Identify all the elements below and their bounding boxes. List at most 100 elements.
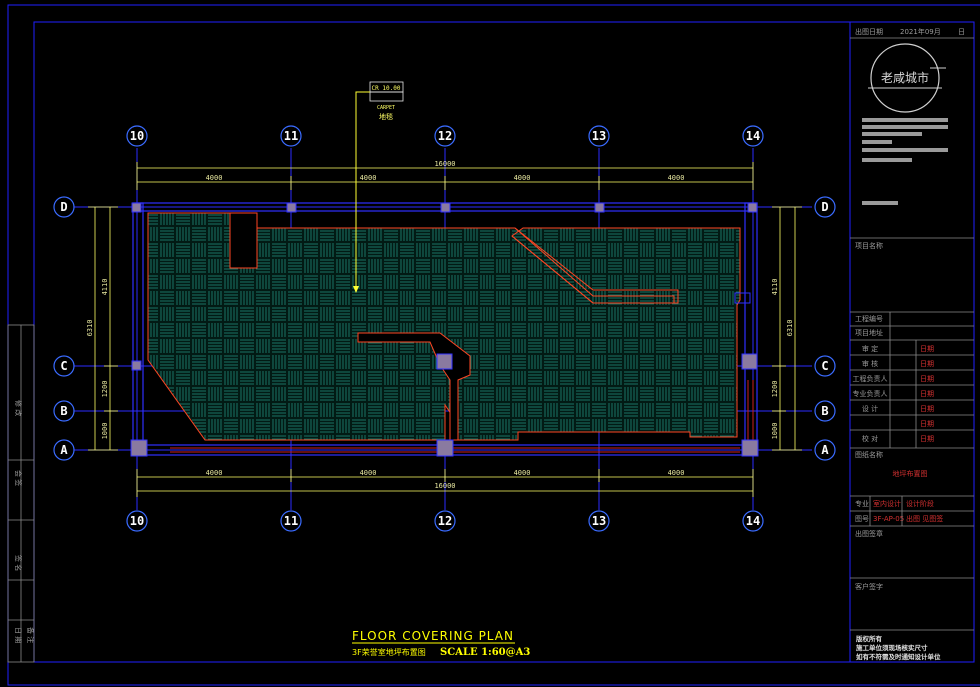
role-label: 审 核: [862, 359, 878, 368]
dim-top-span-2: 4000: [360, 174, 377, 182]
tb-project-no-label: 工程编号: [855, 314, 883, 323]
role-label: 审 定: [862, 344, 878, 353]
row-axis-label: A: [821, 443, 829, 457]
studio-logo: 老咸城市: [868, 43, 946, 113]
row-axis-bubble-B: B: [814, 400, 836, 422]
tb-drawing-no-label: 图号: [855, 515, 869, 523]
row-axis-bubble-A: A: [53, 439, 75, 461]
dim-bottom-span-1: 4000: [206, 469, 223, 477]
dim-top-span-3: 4000: [514, 174, 531, 182]
role-label: 专业负责人: [853, 389, 888, 398]
column-axis-bubble-10: 10: [126, 510, 148, 532]
row-axis-bubble-D: D: [53, 196, 75, 218]
tag-code: CR 10.00: [372, 85, 401, 92]
column: [286, 202, 297, 213]
tb-date-label: 出图日期: [855, 27, 883, 36]
tb-stage2: 出图 见图签: [906, 514, 943, 523]
title-english: FLOOR COVERING PLAN: [352, 629, 514, 643]
column-axis-label: 13: [592, 129, 606, 143]
column: [130, 439, 148, 457]
columns: [130, 202, 759, 457]
column-axis-bubble-14: 14: [742, 125, 764, 147]
tb-client-sign-label: 客户签字: [855, 582, 883, 591]
column-axis-bubble-12: 12: [434, 510, 456, 532]
entry-niche: [229, 212, 258, 269]
tag-chinese: 地毯: [379, 112, 393, 121]
role-label: 设 计: [862, 404, 878, 413]
tb-date-value: 2021年09月: [900, 27, 941, 36]
strip-label-2: 会 签: [14, 470, 23, 486]
tb-note-2: 施工单位须现场核实尺寸: [856, 643, 928, 652]
column-axis-bubble-13: 13: [588, 125, 610, 147]
row-axis-bubble-B: B: [53, 400, 75, 422]
column: [741, 439, 759, 457]
tag-english: CARPET: [377, 105, 395, 111]
title-chinese: 3F荣誉室地坪布置图: [352, 647, 426, 657]
tb-drawing-name-label: 图纸名称: [855, 450, 883, 459]
strip-label-5: 备 注: [26, 627, 35, 643]
tb-note-1: 版权所有: [855, 634, 883, 643]
column: [436, 353, 453, 370]
dim-bottom-total: 16000: [434, 482, 455, 490]
role-label: 校 对: [862, 434, 878, 443]
column-axis-label: 12: [438, 129, 452, 143]
dim-left-1: 4110: [101, 279, 109, 296]
dim-right-3: 1000: [771, 423, 779, 440]
column: [741, 353, 758, 370]
column-axis-label: 11: [284, 514, 298, 528]
tb-drawing-no: 3F-AP-05: [873, 515, 904, 523]
column-axis-label: 13: [592, 514, 606, 528]
row-axis-label: D: [60, 200, 67, 214]
dim-top-span-1: 4000: [206, 174, 223, 182]
dim-right-2: 1200: [771, 381, 779, 398]
dim-top-span-4: 4000: [668, 174, 685, 182]
title-block: 出图日期 2021年09月 日 老咸城市 项目名称 工程编号 项目地址 审 定日…: [850, 27, 974, 661]
tb-date-day: 日: [958, 28, 965, 36]
row-axis-bubble-D: D: [814, 196, 836, 218]
row-axis-label: A: [60, 443, 68, 457]
role-label: 工程负责人: [853, 374, 888, 383]
column: [436, 439, 454, 457]
role-sign-date: 日期: [920, 390, 934, 398]
dimension-left: 6310 4110 1200 1000: [86, 206, 118, 451]
column-axis-bubble-12: 12: [434, 125, 456, 147]
column-axis-bubble-14: 14: [742, 510, 764, 532]
drawing-title: FLOOR COVERING PLAN 3F荣誉室地坪布置图 SCALE 1:6…: [352, 629, 530, 658]
tb-project-name-label: 项目名称: [855, 241, 883, 250]
approval-roles: 审 定日期审 核日期工程负责人日期专业负责人日期设 计日期日期校 对日期: [850, 339, 974, 443]
column-axis-label: 14: [746, 129, 760, 143]
tb-issue-sign-label: 出图签章: [855, 529, 883, 538]
floor-area: [147, 212, 741, 441]
column-axis-label: 11: [284, 129, 298, 143]
role-sign-date: 日期: [920, 420, 934, 428]
column-axis-bubble-10: 10: [126, 125, 148, 147]
column-axis-bubble-11: 11: [280, 125, 302, 147]
dim-bottom-span-2: 4000: [360, 469, 377, 477]
role-sign-date: 日期: [920, 405, 934, 413]
row-axis-label: B: [60, 404, 67, 418]
role-sign-date: 日期: [920, 345, 934, 353]
row-axis-bubble-A: A: [814, 439, 836, 461]
row-axis-bubble-C: C: [814, 355, 836, 377]
dim-left-2: 1200: [101, 381, 109, 398]
column-axis-label: 14: [746, 514, 760, 528]
dimension-bottom: 4000 4000 4000 4000 16000: [136, 469, 754, 497]
dim-right-total: 6310: [786, 320, 794, 337]
column-axis-label: 10: [130, 129, 144, 143]
dim-left-3: 1000: [101, 423, 109, 440]
tb-drawing-name: 地坪布置图: [893, 469, 928, 478]
tb-specialty-label: 专业: [855, 499, 869, 508]
column-axis-bubble-11: 11: [280, 510, 302, 532]
role-sign-date: 日期: [920, 360, 934, 368]
column-axis-bubble-13: 13: [588, 510, 610, 532]
column: [131, 360, 142, 371]
dimension-top: 16000 4000 4000 4000 4000: [136, 160, 754, 190]
column: [440, 202, 451, 213]
logo-text: 老咸城市: [881, 70, 929, 85]
dimension-right: 4110 1200 1000 6310: [771, 206, 802, 451]
role-sign-date: 日期: [920, 375, 934, 383]
tb-note-3: 如有不符需及时通知设计单位: [856, 652, 941, 661]
curved-partition: [511, 227, 679, 304]
